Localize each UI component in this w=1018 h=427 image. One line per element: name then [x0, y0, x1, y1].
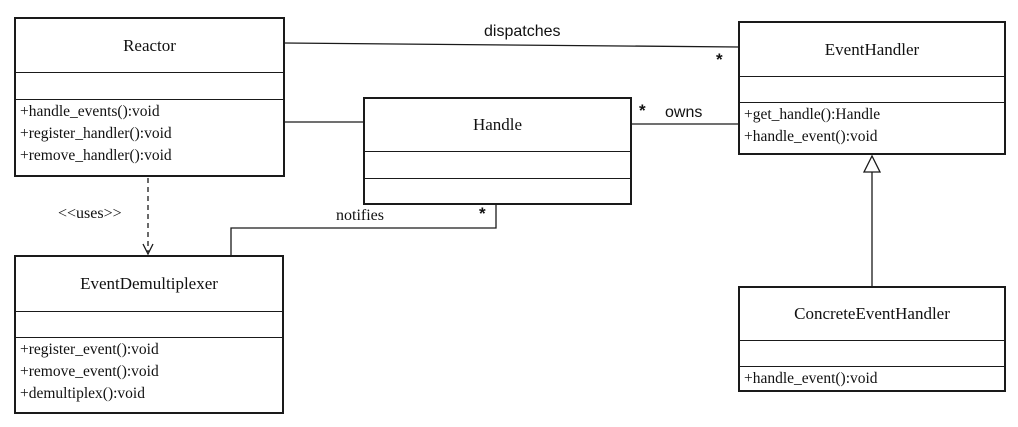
operation-register-event: +register_event():void	[20, 341, 159, 358]
reactor-attributes-compartment	[16, 73, 283, 100]
event-handler-attributes-compartment	[740, 77, 1004, 103]
reactor-class: Reactor +handle_events():void +register_…	[14, 17, 285, 177]
handle-attributes-compartment	[365, 152, 630, 179]
operation-remove-event: +remove_event():void	[20, 363, 159, 380]
event-demultiplexer-attributes-compartment	[16, 312, 282, 338]
concrete-event-handler-operations-compartment: +handle_event():void	[740, 367, 1004, 390]
concrete-event-handler-class-name: ConcreteEventHandler	[740, 288, 1004, 341]
handle-class-name: Handle	[365, 99, 630, 152]
event-demultiplexer-operations-compartment: +register_event():void +remove_event():v…	[16, 338, 282, 405]
operation-register-handler: +register_handler():void	[20, 125, 172, 142]
operation-remove-handler: +remove_handler():void	[20, 147, 172, 164]
notifies-association-line	[230, 204, 497, 255]
operation-handle-events: +handle_events():void	[20, 103, 160, 120]
event-handler-operations-compartment: +get_handle():Handle +handle_event():voi…	[740, 103, 1004, 148]
dispatches-multiplicity: *	[716, 50, 723, 69]
concrete-event-handler-attributes-compartment	[740, 341, 1004, 367]
reactor-class-name: Reactor	[16, 19, 283, 73]
uses-stereotype-label: <<uses>>	[58, 205, 122, 222]
dispatches-association-line	[283, 42, 740, 48]
uses-dependency-arrowhead	[142, 243, 154, 256]
operation-get-handle: +get_handle():Handle	[744, 106, 881, 123]
generalization-hollow-triangle-icon	[862, 154, 882, 173]
operation-demultiplex: +demultiplex():void	[20, 385, 145, 402]
owns-label: owns	[665, 104, 703, 121]
concrete-event-handler-class: ConcreteEventHandler +handle_event():voi…	[738, 286, 1006, 392]
event-demultiplexer-class-name: EventDemultiplexer	[16, 257, 282, 312]
dispatches-label: dispatches	[484, 23, 561, 40]
event-demultiplexer-class: EventDemultiplexer +register_event():voi…	[14, 255, 284, 414]
handle-class: Handle	[363, 97, 632, 205]
event-handler-class: EventHandler +get_handle():Handle +handl…	[738, 21, 1006, 155]
notifies-label: notifies	[336, 207, 384, 224]
operation-handle-event: +handle_event():void	[744, 370, 878, 387]
reactor-operations-compartment: +handle_events():void +register_handler(…	[16, 100, 283, 167]
operation-handle-event: +handle_event():void	[744, 128, 878, 145]
event-handler-class-name: EventHandler	[740, 23, 1004, 77]
owns-multiplicity: *	[639, 101, 646, 120]
notifies-multiplicity: *	[479, 204, 486, 223]
handle-operations-compartment	[365, 179, 630, 203]
